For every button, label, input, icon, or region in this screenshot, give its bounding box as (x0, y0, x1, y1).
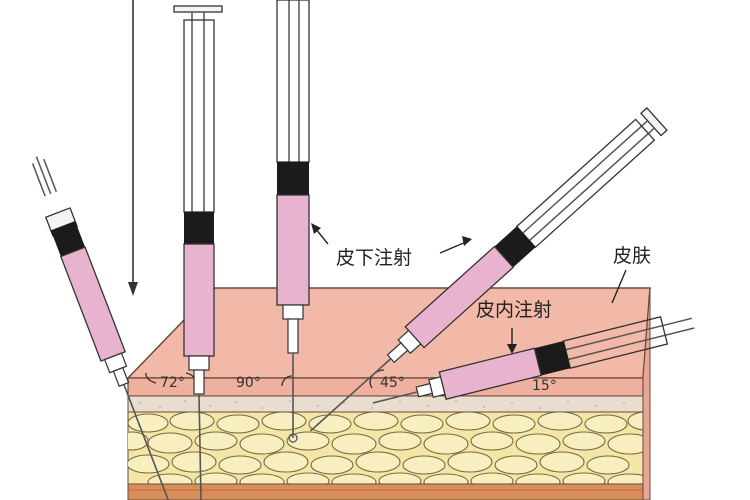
label-skin: 皮肤 (613, 245, 651, 267)
plunger-seal (277, 162, 309, 195)
syringe-liquid (276, 194, 310, 306)
syringe-liquid (59, 246, 127, 362)
syringe-liquid (183, 243, 215, 357)
skin-side (642, 287, 651, 500)
angle-label-72: 72° (160, 375, 185, 391)
syringe-72 (31, 156, 177, 500)
syringe-45 (310, 107, 668, 432)
angle-label-15: 15° (532, 378, 557, 394)
fat-cells (128, 412, 643, 484)
plunger-seal (50, 221, 86, 257)
dermis-speckles (139, 400, 625, 409)
angle-arc-72 (145, 372, 157, 384)
intramuscular-arrow (128, 0, 138, 296)
skin-block (126, 287, 651, 500)
angle-arc-90 (281, 375, 293, 387)
label-intradermal: 皮内注射 (476, 299, 552, 321)
syringe-15 (372, 316, 695, 404)
plunger-seal (184, 212, 214, 244)
label-arrows (311, 223, 627, 354)
label-subcutaneous: 皮下注射 (336, 247, 412, 269)
plunger-seal (534, 341, 571, 376)
angle-label-45: 45° (380, 375, 405, 391)
muscle-layer (127, 483, 644, 500)
syringe-vertical-left (173, 5, 223, 500)
syringe-90 (276, 0, 310, 443)
dermis-band (127, 395, 644, 413)
angle-label-90: 90° (236, 375, 261, 391)
